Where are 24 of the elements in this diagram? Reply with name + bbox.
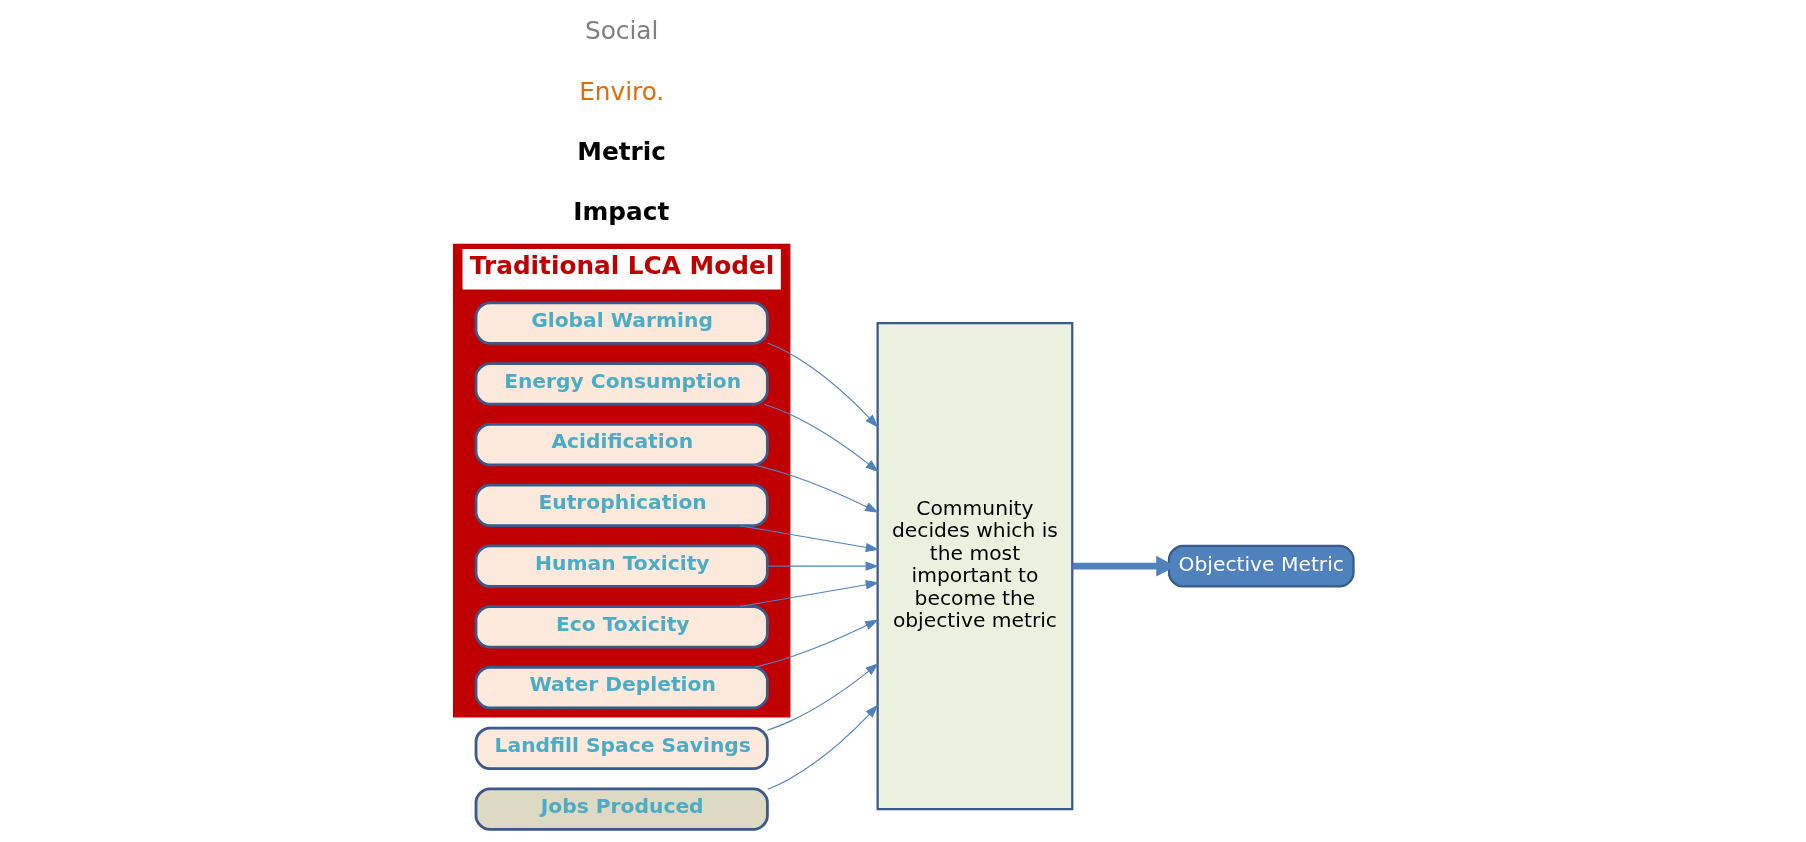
node-box: Landfill Space Savings bbox=[474, 726, 769, 771]
arrow bbox=[753, 619, 879, 668]
label: Metric bbox=[576, 136, 666, 166]
node-box: Energy Consumption bbox=[474, 362, 769, 406]
node-box: Water Depletion bbox=[474, 665, 769, 710]
node-box: Global Warming bbox=[474, 301, 769, 345]
arrow bbox=[739, 525, 879, 553]
node-box: Objective Metric bbox=[1167, 544, 1355, 588]
arrow bbox=[766, 704, 878, 790]
node-box: Human Toxicity bbox=[474, 544, 769, 588]
arrow bbox=[763, 403, 879, 473]
node-box: Eutrophication bbox=[474, 483, 769, 528]
node-box: Community decides which is the most important to become the objective metric bbox=[876, 322, 1073, 811]
arrow bbox=[766, 342, 878, 428]
node-box: Eco Toxicity bbox=[474, 605, 769, 649]
label: Impact bbox=[572, 197, 669, 227]
arrow bbox=[766, 662, 879, 731]
arrow bbox=[739, 580, 879, 608]
node-box: Jobs Produced bbox=[474, 787, 769, 831]
arrow bbox=[766, 561, 879, 571]
label: Social bbox=[584, 16, 658, 46]
node-box: Acidification bbox=[474, 422, 769, 467]
arrow bbox=[753, 464, 879, 513]
label: Enviro. bbox=[578, 76, 664, 106]
